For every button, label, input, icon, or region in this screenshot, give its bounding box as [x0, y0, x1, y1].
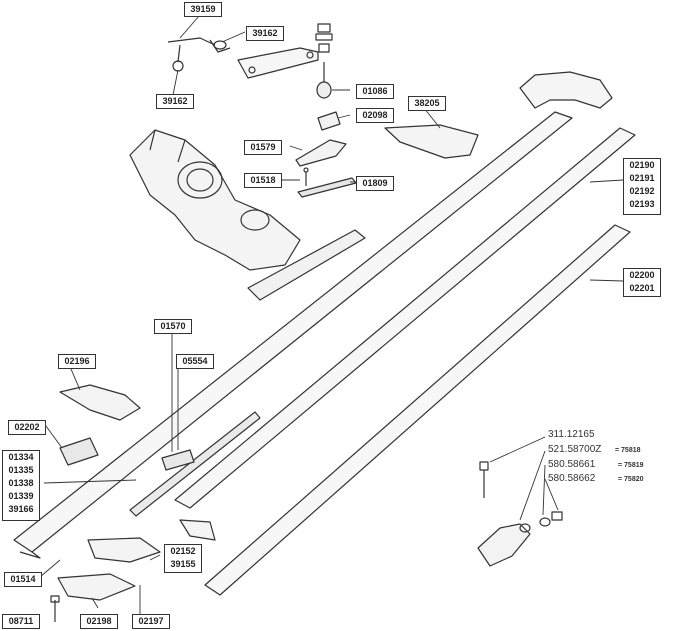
callout-39162-lower: 39162 — [156, 94, 194, 109]
clip-plate — [161, 449, 195, 471]
callout-01086: 01086 — [356, 84, 394, 99]
callout-01570: 01570 — [154, 319, 192, 334]
callout-02202: 02202 — [8, 420, 46, 435]
guide-strip — [297, 177, 357, 198]
callout-02152: 02152 — [170, 546, 196, 556]
callout-08711: 08711 — [2, 614, 40, 629]
ref-580-58662: 580.58662 — [548, 473, 596, 484]
guard-tip — [179, 519, 216, 541]
coupling-plate — [247, 229, 366, 301]
callout-01335: 01335 — [8, 465, 34, 475]
lower-shoe-1 — [87, 537, 161, 563]
callout-01338: 01338 — [8, 478, 34, 488]
callout-02098: 02098 — [356, 108, 394, 123]
nut-stack — [315, 23, 333, 99]
wear-plate — [317, 111, 341, 131]
callout-39159: 39159 — [184, 2, 222, 17]
callout-38205: 38205 — [408, 96, 446, 111]
callout-02197: 02197 — [132, 614, 170, 629]
callout-02152-group: 02152 39155 — [164, 544, 202, 573]
callout-01339: 01339 — [8, 491, 34, 501]
callout-01809: 01809 — [356, 176, 394, 191]
guard-row-lower — [204, 224, 631, 596]
ref-580-58661: 580.58661 — [548, 459, 596, 470]
knife-clip — [295, 139, 347, 167]
callout-05554: 05554 — [176, 354, 214, 369]
callout-02201: 02201 — [629, 283, 655, 293]
callout-39155: 39155 — [170, 559, 196, 569]
callout-02190: 02190 — [629, 160, 655, 170]
callout-02191: 02191 — [629, 173, 655, 183]
gear-housing — [129, 129, 301, 271]
bolt-assembly — [477, 461, 563, 567]
callout-02200-group: 02200 02201 — [623, 268, 661, 297]
deflector — [384, 124, 479, 159]
callout-02190-group: 02190 02191 02192 02193 — [623, 158, 661, 215]
callout-02192: 02192 — [629, 186, 655, 196]
ref-75820: = 75820 — [618, 476, 644, 483]
callout-39166: 39166 — [8, 504, 34, 514]
lower-shoe-2 — [57, 573, 136, 601]
callout-01514: 01514 — [4, 572, 42, 587]
small-bolt — [303, 167, 309, 186]
callout-39162-upper: 39162 — [246, 26, 284, 41]
callout-01334: 01334 — [8, 452, 34, 462]
ref-521-58700z: 521.58700Z — [548, 444, 602, 455]
lever-linkage — [167, 37, 231, 72]
guard-row-upper — [174, 127, 636, 509]
ref-75818: = 75818 — [615, 447, 641, 454]
pitman-arm — [237, 47, 319, 79]
callout-02200: 02200 — [629, 270, 655, 280]
ref-311-12165: 311.12165 — [548, 429, 595, 440]
callout-02193: 02193 — [629, 199, 655, 209]
callout-01579: 01579 — [244, 140, 282, 155]
callout-01518: 01518 — [244, 173, 282, 188]
outer-shoe — [519, 71, 613, 109]
callout-02198: 02198 — [80, 614, 118, 629]
ref-75819: = 75819 — [618, 462, 644, 469]
bolt-08711 — [50, 595, 60, 622]
knife-back — [129, 411, 261, 517]
callout-01334-group: 01334 01335 01338 01339 39166 — [2, 450, 40, 521]
callout-02196: 02196 — [58, 354, 96, 369]
finger-bracket — [59, 384, 141, 421]
cutter-bar — [13, 111, 573, 559]
spacer-block — [59, 437, 99, 466]
